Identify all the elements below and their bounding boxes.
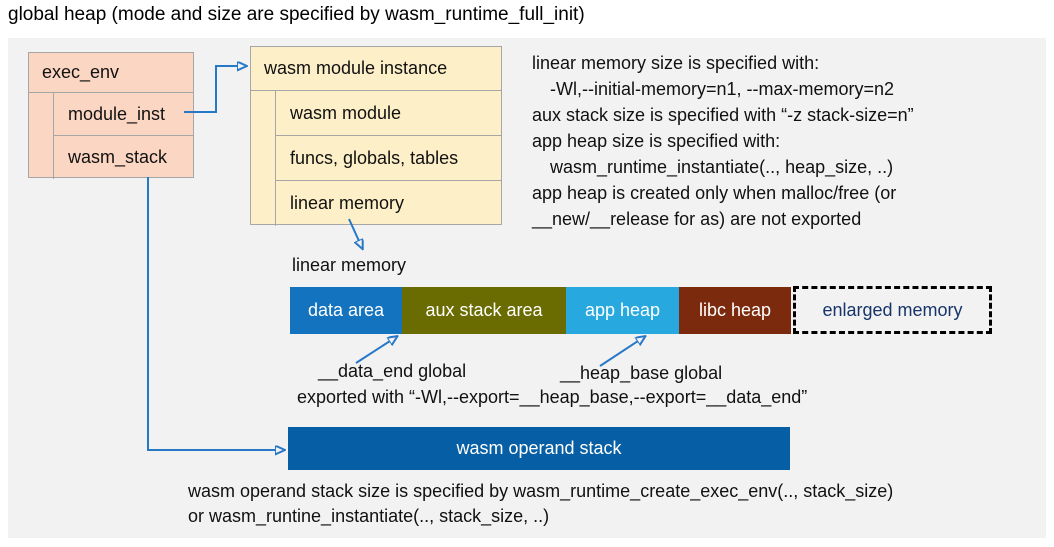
note-line: aux stack size is specified with “-z sta…: [532, 105, 914, 125]
footer-notes: wasm operand stack size is specified by …: [188, 479, 893, 529]
footer-line: wasm operand stack size is specified by …: [188, 481, 894, 501]
note-line: -Wl,--initial-memory=n1, --max-memory=n2: [550, 79, 895, 99]
segment-libc-heap: libc heap: [679, 287, 791, 334]
module-instance-row-funcs-globals-tables: funcs, globals, tables: [275, 136, 501, 181]
note-line: linear memory size is specified with:: [532, 53, 820, 73]
segment-data-area: data area: [290, 287, 402, 334]
note-line: wasm_runtime_instantiate(.., heap_size, …: [550, 157, 894, 177]
segment-app-heap: app heap: [566, 287, 679, 334]
wasm-operand-stack-box: wasm operand stack: [288, 427, 790, 470]
segment-aux-stack-area: aux stack area: [402, 287, 566, 334]
module-instance-row-wasm-module: wasm module: [275, 91, 501, 136]
exec-env-row-wasm-stack: wasm_stack: [53, 136, 193, 179]
footer-line: or wasm_runtine_instantiate(.., stack_si…: [188, 506, 550, 526]
data-end-global-label: __data_end global: [318, 361, 467, 381]
module-instance-box: wasm module instance wasm module funcs, …: [250, 46, 502, 226]
exported-with-label: exported with “-Wl,--export=__heap_base,…: [297, 387, 808, 407]
linker-notes: linear memory size is specified with: -W…: [532, 50, 914, 232]
exec-env-box: exec_env module_inst wasm_stack: [28, 52, 194, 179]
exec-env-header: exec_env: [29, 53, 193, 93]
linear-memory-bar: data area aux stack area app heap libc h…: [290, 287, 791, 334]
page-title: global heap (mode and size are specified…: [8, 4, 585, 25]
module-instance-header: wasm module instance: [251, 47, 501, 91]
exec-env-row-module-inst: module_inst: [53, 93, 193, 136]
note-line: app heap is created only when malloc/fre…: [532, 183, 897, 203]
segment-enlarged-memory: enlarged memory: [793, 286, 992, 334]
linear-memory-label: linear memory: [292, 255, 407, 275]
note-line: app heap size is specified with:: [532, 131, 781, 151]
heap-base-global-label: __heap_base global: [560, 363, 723, 383]
module-instance-row-linear-memory: linear memory: [275, 181, 501, 226]
note-line: __new/__release for as) are not exported: [532, 209, 862, 229]
